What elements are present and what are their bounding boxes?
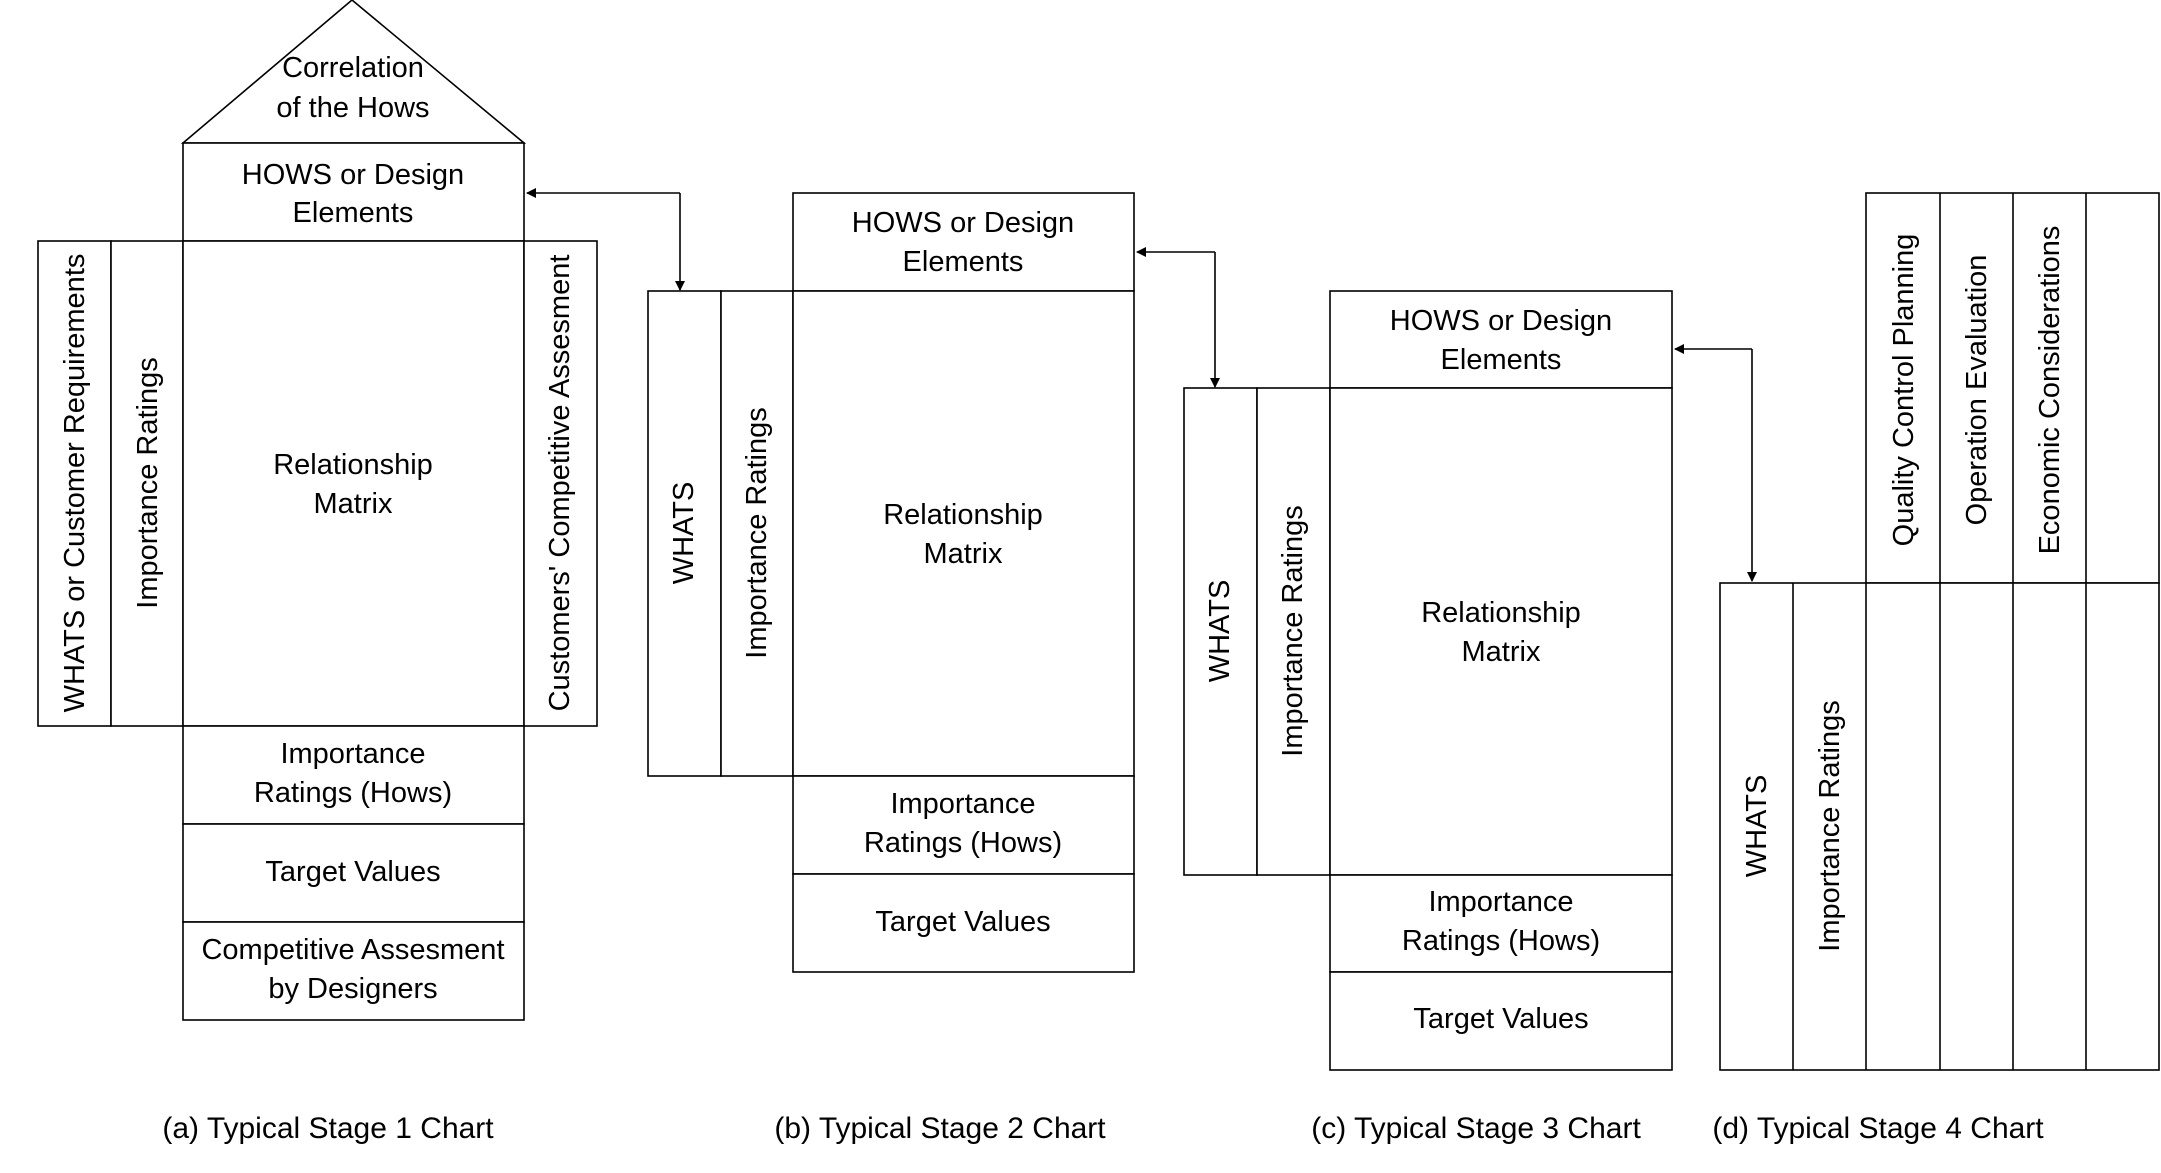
stage3-importance-hows-line2: Ratings (Hows): [1402, 925, 1600, 957]
stage3-hows-line1: HOWS or Design: [1390, 305, 1612, 337]
stage2-whats-col: [647, 290, 722, 777]
stage1-importance-hows-box: [182, 725, 525, 825]
stage3-importance-hows-box: [1329, 874, 1673, 973]
stage3-whats-label: WHATS: [1204, 580, 1236, 683]
stage1-relationship-matrix: [182, 240, 525, 727]
stage1-target-box: [182, 823, 525, 923]
stage4-chart: Quality Control Planning Operation Evalu…: [1712, 192, 2160, 1145]
stage3-target-label: Target Values: [1413, 1003, 1588, 1035]
stage1-designers-line2: by Designers: [268, 973, 437, 1005]
stage1-target-label: Target Values: [265, 856, 440, 888]
stage2-importance-hows-line2: Ratings (Hows): [864, 827, 1062, 859]
stage1-chart: Correlation of the Hows HOWS or Design E…: [37, 0, 598, 1145]
stage2-matrix-line2: Matrix: [924, 538, 1003, 570]
stage4-operation-evaluation-label: Operation Evaluation: [1961, 255, 1993, 526]
stage4-whats-label: WHATS: [1741, 775, 1773, 878]
stage1-roof-line1: Correlation: [282, 52, 424, 84]
stage3-relationship-matrix: [1329, 387, 1673, 876]
stage1-importance-hows-line1: Importance: [280, 738, 425, 770]
stage1-competitive-col: [523, 240, 598, 727]
stage4-caption: (d) Typical Stage 4 Chart: [1712, 1112, 2044, 1145]
stage2-target-box: [792, 873, 1135, 973]
stage3-whats-col: [1183, 387, 1258, 876]
stage1-whats-label: WHATS or Customer Requirements: [59, 254, 91, 713]
stage3-caption: (c) Typical Stage 3 Chart: [1311, 1112, 1641, 1145]
stage1-importance-label: Importance Ratings: [132, 357, 164, 608]
stage2-importance-hows-line1: Importance: [890, 788, 1035, 820]
stage1-whats-col: [37, 240, 112, 727]
stage1-designers-line1: Competitive Assesment: [201, 934, 504, 966]
stage3-importance-hows-line1: Importance: [1428, 886, 1573, 918]
stage1-matrix-line2: Matrix: [314, 488, 393, 520]
stage2-hows-line2: Elements: [903, 246, 1024, 278]
stage1-caption: (a) Typical Stage 1 Chart: [162, 1112, 494, 1145]
stage1-roof-line2: of the Hows: [276, 92, 429, 124]
stage2-whats-label: WHATS: [668, 482, 700, 585]
stage3-hows-box: [1329, 290, 1673, 389]
stage2-importance-label: Importance Ratings: [741, 407, 773, 658]
stage1-hows-line2: Elements: [293, 197, 414, 229]
stage3-importance-label: Importance Ratings: [1277, 505, 1309, 756]
stage2-importance-col: [720, 290, 794, 777]
stage1-importance-col: [110, 240, 184, 727]
stage4-economic-considerations-label: Economic Considerations: [2034, 226, 2066, 555]
stage1-matrix-line1: Relationship: [273, 449, 433, 481]
stage2-hows-line1: HOWS or Design: [852, 207, 1074, 239]
stage3-chart: HOWS or Design Elements WHATS Importance…: [1183, 290, 1673, 1145]
stage2-importance-hows-box: [792, 775, 1135, 875]
stage2-relationship-matrix: [792, 290, 1135, 777]
stage1-designers-box: [182, 921, 525, 1021]
stage1-hows-box: [182, 142, 525, 242]
stage4-importance-label: Importance Ratings: [1814, 700, 1846, 951]
stage2-hows-box: [792, 192, 1135, 292]
stage3-matrix-line2: Matrix: [1462, 636, 1541, 668]
stage4-quality-control-label: Quality Control Planning: [1888, 234, 1920, 547]
stage2-chart: HOWS or Design Elements WHATS Importance…: [647, 192, 1135, 1145]
stage3-target-box: [1329, 971, 1673, 1071]
stage3-hows-line2: Elements: [1441, 344, 1562, 376]
stage1-hows-line1: HOWS or Design: [242, 159, 464, 191]
stage2-target-label: Target Values: [875, 906, 1050, 938]
stage3-matrix-line1: Relationship: [1421, 597, 1581, 629]
stage1-importance-hows-line2: Ratings (Hows): [254, 777, 452, 809]
stage1-competitive-label: Customers' Competitive Assesment: [544, 255, 576, 712]
stage2-caption: (b) Typical Stage 2 Chart: [774, 1112, 1106, 1145]
stage2-matrix-line1: Relationship: [883, 499, 1043, 531]
